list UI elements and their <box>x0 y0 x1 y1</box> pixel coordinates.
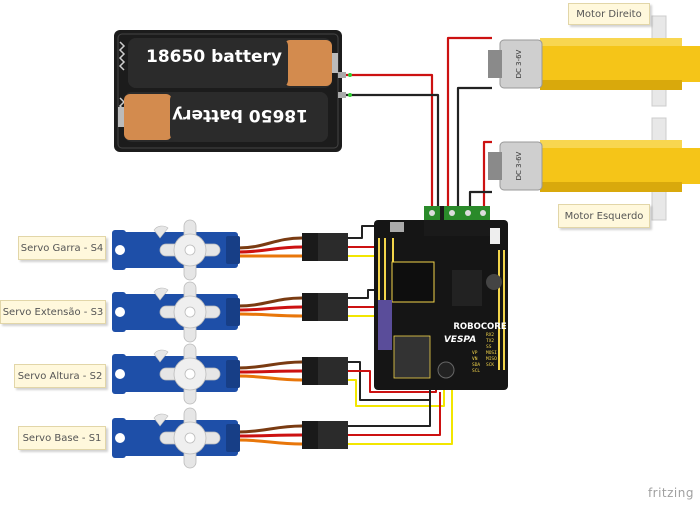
svg-text:VN: VN <box>472 356 478 362</box>
board-pin-labels: RX2 TX2 SS MOSI MISO SCK VP VN SDA SCL <box>472 332 497 374</box>
fritzing-watermark: fritzing <box>647 486 694 500</box>
servo-s2-label: Servo Altura - S2 <box>14 364 106 388</box>
svg-text:MISO: MISO <box>486 356 497 362</box>
servo-s2-connector <box>302 357 348 385</box>
servo-s4 <box>112 219 240 281</box>
motor-right-red-wire <box>446 36 492 208</box>
battery-cell-top <box>128 38 338 88</box>
battery-black-wire <box>344 93 440 208</box>
svg-text:RX2: RX2 <box>486 332 494 338</box>
svg-text:SCK: SCK <box>486 362 494 368</box>
servo-connectors <box>302 233 348 449</box>
battery-cell-bottom <box>118 92 328 142</box>
board-headers <box>378 238 505 370</box>
battery-label-bottom: 18650 battery <box>172 105 308 125</box>
vespa-board: ROBOCORE VESPA RX2 TX2 SS MOSI MISO SCK … <box>374 206 508 390</box>
svg-text:TX2: TX2 <box>486 338 494 344</box>
board-model: VESPA <box>444 335 476 345</box>
servo-s4-label: Servo Garra - S4 <box>18 236 106 260</box>
servo-s1-connector <box>302 421 348 449</box>
servo-s3-connector <box>302 293 348 321</box>
servo-s2 <box>112 343 240 405</box>
servo-s4-connector <box>302 233 348 261</box>
motor-left-black-wire <box>468 190 492 208</box>
servo-s1-label: Servo Base - S1 <box>18 426 106 450</box>
svg-text:SS: SS <box>486 344 492 350</box>
motor-right: DC 3-6V <box>488 15 700 107</box>
svg-text:SDA: SDA <box>472 362 480 368</box>
motor-left-marking: DC 3-6V <box>515 151 523 180</box>
motor-left-red-wire <box>482 140 492 208</box>
svg-text:VP: VP <box>472 350 478 356</box>
board-brand: ROBOCORE <box>453 322 506 332</box>
servo-s3-label: Servo Extensão - S3 <box>0 300 106 324</box>
svg-text:MOSI: MOSI <box>486 350 497 356</box>
motor-right-marking: DC 3-6V <box>515 49 523 78</box>
motor-left-label: Motor Esquerdo <box>558 204 650 228</box>
motor-right-black-wire <box>456 86 492 208</box>
servo-leads <box>237 236 303 446</box>
motor-right-label: Motor Direito <box>568 3 650 25</box>
motor-left: DC 3-6V <box>488 117 700 221</box>
servo-s1 <box>112 407 240 469</box>
battery-label-top: 18650 battery <box>146 47 282 67</box>
motor-terminals <box>424 206 490 220</box>
svg-text:SCL: SCL <box>472 368 480 374</box>
servo-s3 <box>112 281 240 343</box>
battery-red-wire <box>344 73 434 208</box>
battery-holder: 18650 battery 18650 battery <box>114 30 352 152</box>
